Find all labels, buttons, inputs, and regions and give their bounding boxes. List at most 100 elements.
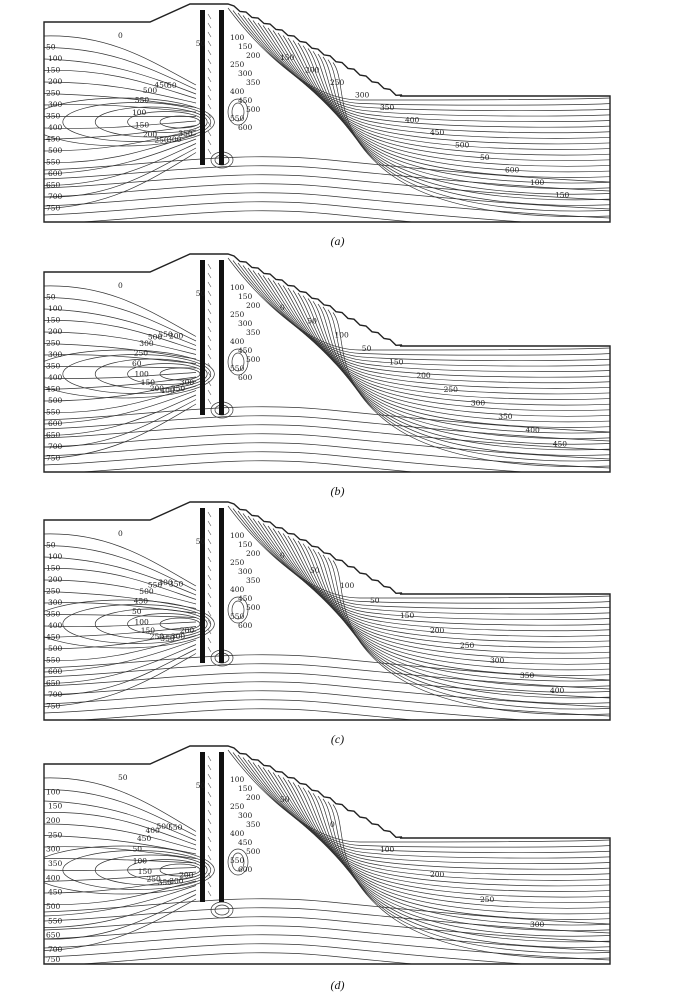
sheet-piles-a bbox=[200, 10, 224, 165]
contour-lines-c bbox=[44, 505, 610, 720]
contour-label: 450 bbox=[430, 128, 445, 137]
sheet-piles-c bbox=[200, 508, 224, 663]
contour-line bbox=[44, 835, 197, 855]
contour-label: 0 bbox=[118, 529, 123, 538]
hatch-mark bbox=[207, 67, 212, 74]
contour-label: 250 bbox=[48, 830, 63, 839]
contour-line bbox=[307, 298, 610, 439]
contour-line bbox=[242, 265, 610, 367]
contour-label: 300 bbox=[167, 135, 182, 144]
contour-label: 600 bbox=[48, 169, 63, 178]
sheet-pile bbox=[219, 10, 224, 165]
contour-label: 250 bbox=[46, 89, 61, 98]
sheet-pile bbox=[219, 260, 224, 415]
contour-line bbox=[302, 45, 610, 184]
contour-label: 350 bbox=[46, 362, 61, 371]
contour-line bbox=[44, 952, 610, 964]
contour-lines-d bbox=[44, 749, 610, 964]
contour-label: 400 bbox=[230, 829, 245, 838]
contour-line bbox=[267, 277, 610, 395]
contour-line bbox=[44, 885, 197, 917]
contour-label: 50 bbox=[196, 781, 206, 790]
contour-label: 50 bbox=[132, 607, 142, 616]
contour-line bbox=[332, 312, 610, 467]
contour-line bbox=[44, 789, 197, 837]
contour-line bbox=[277, 282, 610, 406]
contour-label: 500 bbox=[246, 847, 261, 856]
contour-label: 450 bbox=[48, 888, 63, 897]
contour-line bbox=[44, 916, 610, 943]
contour-line bbox=[267, 27, 610, 145]
contour-line bbox=[277, 32, 610, 156]
contour-line bbox=[252, 518, 610, 626]
contour-label: 700 bbox=[48, 192, 63, 201]
contour-line bbox=[44, 47, 197, 90]
hatch-mark bbox=[207, 263, 212, 270]
hatch-mark bbox=[207, 112, 212, 119]
contour-line bbox=[317, 551, 610, 699]
contour-line bbox=[257, 22, 610, 134]
hatch-mark bbox=[207, 520, 212, 527]
contour-label: 200 bbox=[179, 871, 194, 880]
contour-line bbox=[44, 568, 197, 600]
contour-line bbox=[252, 762, 610, 870]
contour-line bbox=[332, 804, 610, 959]
contour-line bbox=[297, 540, 610, 676]
contour-line bbox=[44, 460, 610, 472]
contour-label: 0 bbox=[280, 551, 285, 560]
contour-label: 300 bbox=[355, 91, 370, 100]
contour-line bbox=[277, 530, 610, 654]
contour-label: 100 bbox=[133, 856, 148, 865]
hatch-mark bbox=[207, 76, 212, 83]
hatch-mark bbox=[207, 139, 212, 146]
contour-line bbox=[237, 262, 610, 361]
contour-line bbox=[44, 925, 610, 952]
contour-label: 550 bbox=[230, 364, 245, 373]
contour-line bbox=[327, 309, 610, 462]
contour-label: 150 bbox=[238, 784, 253, 793]
contour-label: 50 bbox=[167, 81, 177, 90]
contour-label: 200 bbox=[305, 66, 320, 75]
contour-line bbox=[247, 515, 610, 620]
contour-line bbox=[44, 876, 197, 894]
hatch-mark bbox=[207, 103, 212, 110]
contour-label: 50 bbox=[370, 596, 380, 605]
contour-label: 500 bbox=[246, 603, 261, 612]
contour-loop bbox=[62, 354, 212, 394]
contour-label: 500 bbox=[46, 902, 61, 911]
contour-line bbox=[317, 53, 610, 201]
contour-label: 150 bbox=[238, 42, 253, 51]
contour-label: 50 bbox=[310, 566, 320, 575]
contour-line bbox=[44, 406, 610, 433]
contour-line bbox=[44, 165, 610, 192]
contour-loop bbox=[94, 854, 208, 886]
contour-line bbox=[44, 81, 197, 104]
contour-line bbox=[307, 48, 610, 189]
contour-line bbox=[322, 554, 610, 704]
contour-label: 50 bbox=[46, 541, 56, 550]
contour-line bbox=[327, 801, 610, 954]
contour-label: 450 bbox=[154, 81, 169, 90]
contour-label: 200 bbox=[430, 870, 445, 879]
contour-label: 250 bbox=[46, 339, 61, 348]
contour-label: 350 bbox=[169, 580, 184, 589]
contour-label: 300 bbox=[490, 656, 505, 665]
hatch-mark bbox=[207, 529, 212, 536]
contour-label: 250 bbox=[134, 348, 149, 357]
contour-label: 250 bbox=[46, 587, 61, 596]
hatch-mark bbox=[207, 583, 212, 590]
contour-line bbox=[317, 795, 610, 943]
hatch-mark bbox=[207, 299, 212, 306]
contour-line bbox=[297, 42, 610, 178]
contour-line bbox=[287, 779, 610, 909]
contour-label: 50 bbox=[46, 43, 56, 52]
contour-label: 350 bbox=[246, 328, 261, 337]
contour-label: 500 bbox=[48, 146, 63, 155]
contour-label: 500 bbox=[48, 644, 63, 653]
contour-label: 200 bbox=[246, 301, 261, 310]
contour-line bbox=[44, 58, 197, 95]
contour-label: 700 bbox=[48, 442, 63, 451]
contour-label: 100 bbox=[230, 283, 245, 292]
contour-line bbox=[44, 192, 610, 219]
